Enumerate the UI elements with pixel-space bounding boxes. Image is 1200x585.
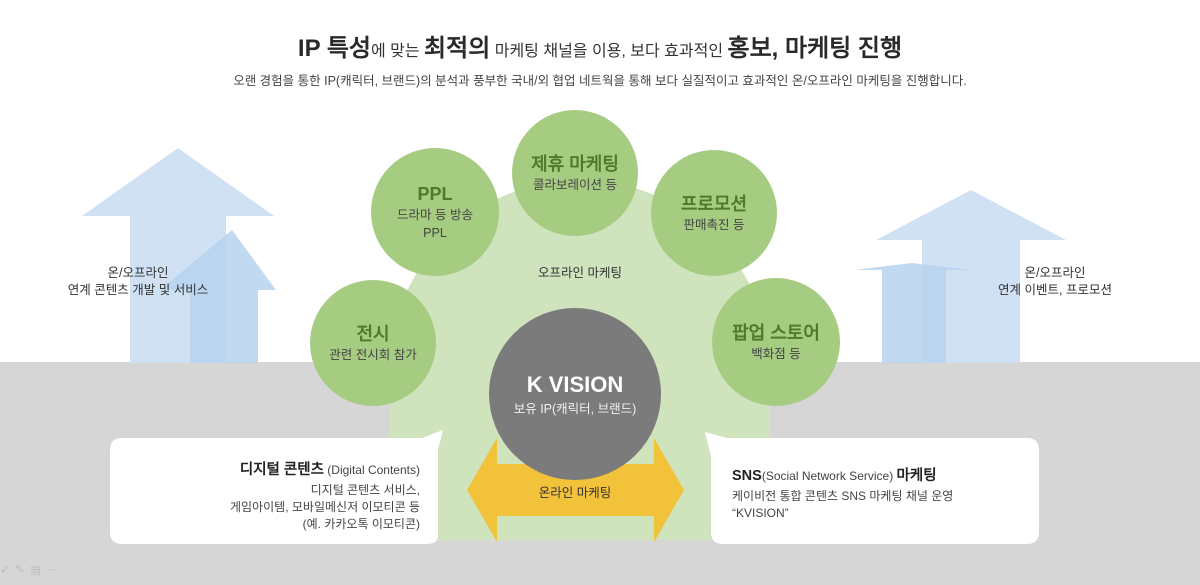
- sns-line-1: 케이비전 통합 콘텐츠 SNS 마케팅 채널 운영: [732, 489, 954, 503]
- circle-partnership-sub: 콜라보레이션 등: [533, 178, 617, 192]
- circle-ppl-sub2: PPL: [423, 226, 447, 240]
- digital-line-1: 디지털 콘텐츠 서비스,: [310, 483, 420, 497]
- digital-box-title: 디지털 콘텐츠 (Digital Contents): [130, 458, 420, 479]
- circle-partnership-title: 제휴 마케팅: [531, 154, 619, 174]
- title-promotion-marketing: 홍보, 마케팅 진행: [727, 35, 903, 62]
- circle-ppl-sub1: 드라마 등 방송: [397, 208, 473, 222]
- digital-line-3: (예. 카카오톡 이모티콘): [302, 517, 420, 531]
- right-arrows-label: 온/오프라인 연계 이벤트, 프로모션: [970, 265, 1140, 299]
- title-part-2: 에 맞는: [370, 43, 425, 60]
- circle-popup-title: 팝업 스토어: [732, 323, 820, 343]
- sns-title-a: SNS: [732, 468, 762, 484]
- page-title: IP 특성에 맞는 최적의 마케팅 채널을 이용, 보다 효과적인 홍보, 마케…: [0, 28, 1200, 63]
- title-part-4: 마케팅 채널을 이용, 보다 효과적인: [490, 43, 728, 60]
- pointer-icon[interactable]: ➶: [0, 564, 16, 576]
- more-icon[interactable]: ⋯: [46, 564, 64, 576]
- slide-toolbar[interactable]: ➶✎▤⋯: [0, 563, 64, 576]
- offline-marketing-label: 오프라인 마케팅: [538, 266, 622, 280]
- circle-ppl: PPL 드라마 등 방송 PPL: [371, 148, 499, 276]
- circle-promotion: 프로모션 판매촉진 등: [651, 150, 777, 276]
- center-kvision-circle: K VISION 보유 IP(캐릭터, 브랜드): [489, 308, 661, 480]
- sns-title-b: (Social Network Service): [761, 469, 897, 483]
- title-ip-feature: IP 특성: [297, 35, 371, 62]
- digital-line-2: 게임아이템, 모바일메신저 이모티콘 등: [230, 500, 420, 514]
- right-label-line2: 연계 이벤트, 프로모션: [998, 283, 1112, 297]
- circle-promotion-sub: 판매촉진 등: [683, 218, 745, 232]
- circle-popup-store: 팝업 스토어 백화점 등: [712, 278, 840, 406]
- left-label-line2: 연계 콘텐츠 개발 및 서비스: [67, 283, 209, 297]
- sns-line-2: “KVISION”: [732, 506, 789, 520]
- right-small-arrow: [854, 263, 970, 363]
- circle-exhibition-title: 전시: [356, 324, 390, 344]
- circle-partnership-marketing: 제휴 마케팅 콜라보레이션 등: [512, 110, 638, 236]
- circle-ppl-title: PPL: [417, 184, 453, 204]
- title-optimal: 최적의: [424, 35, 491, 62]
- circle-exhibition: 전시 관련 전시회 참가: [310, 280, 436, 406]
- center-subtitle: 보유 IP(캐릭터, 브랜드): [513, 402, 637, 416]
- left-arrows-label: 온/오프라인 연계 콘텐츠 개발 및 서비스: [48, 265, 228, 299]
- left-big-arrow: [82, 148, 274, 363]
- circle-popup-sub: 백화점 등: [751, 347, 801, 361]
- center-title: K VISION: [526, 372, 624, 397]
- digital-title-en: (Digital Contents): [323, 463, 420, 477]
- circle-exhibition-sub: 관련 전시회 참가: [329, 348, 417, 362]
- sns-title-c: 마케팅: [896, 468, 937, 484]
- circle-promotion-title: 프로모션: [680, 194, 748, 214]
- pen-icon[interactable]: ✎: [15, 564, 31, 576]
- menu-icon[interactable]: ▤: [30, 564, 47, 576]
- online-marketing-label: 온라인 마케팅: [538, 486, 612, 500]
- page-subtitle: 오랜 경험을 통한 IP(캐릭터, 브랜드)의 분석과 풍부한 국내/외 협업 …: [233, 74, 967, 88]
- right-label-line1: 온/오프라인: [1024, 266, 1086, 280]
- sns-box-title: SNS(Social Network Service) 마케팅: [732, 464, 1032, 485]
- sns-box: SNS(Social Network Service) 마케팅 케이비전 통합 …: [732, 464, 1032, 522]
- left-label-line1: 온/오프라인: [107, 266, 169, 280]
- left-arrows-graphic: [82, 148, 276, 363]
- digital-contents-box: 디지털 콘텐츠 (Digital Contents) 디지털 콘텐츠 서비스, …: [130, 458, 420, 533]
- digital-title-ko: 디지털 콘텐츠: [239, 462, 324, 478]
